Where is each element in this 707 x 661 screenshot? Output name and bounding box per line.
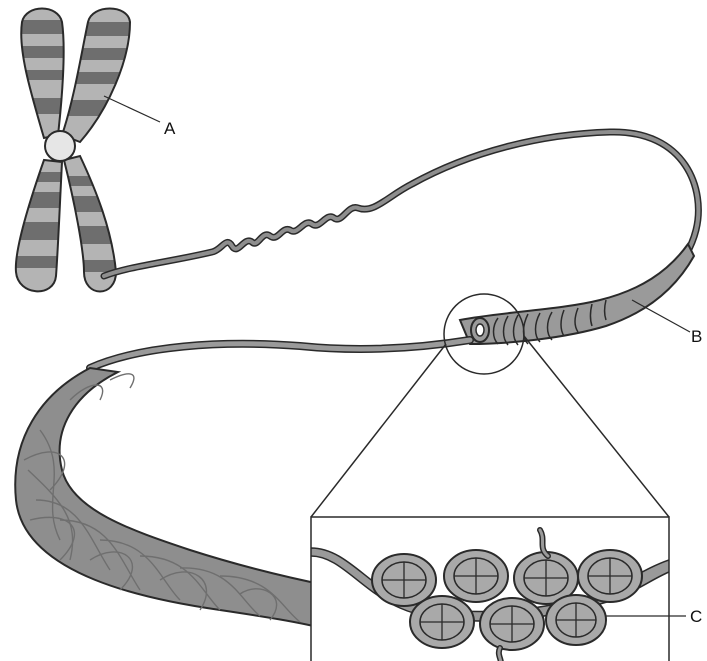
label-a-group: A	[104, 96, 176, 138]
label-b: B	[691, 327, 702, 346]
nucleosome	[578, 550, 642, 602]
nucleosome	[546, 595, 606, 645]
dna-strand-coiled	[104, 132, 698, 314]
nucleosome	[444, 550, 508, 602]
label-a: A	[164, 119, 176, 138]
label-c: C	[690, 607, 702, 626]
nucleosomes-front-row	[410, 595, 606, 650]
centromere	[45, 131, 75, 161]
nucleosome	[410, 596, 474, 648]
chromosome	[0, 9, 150, 292]
nucleosome	[480, 598, 544, 650]
nucleosome-inset	[311, 517, 669, 661]
